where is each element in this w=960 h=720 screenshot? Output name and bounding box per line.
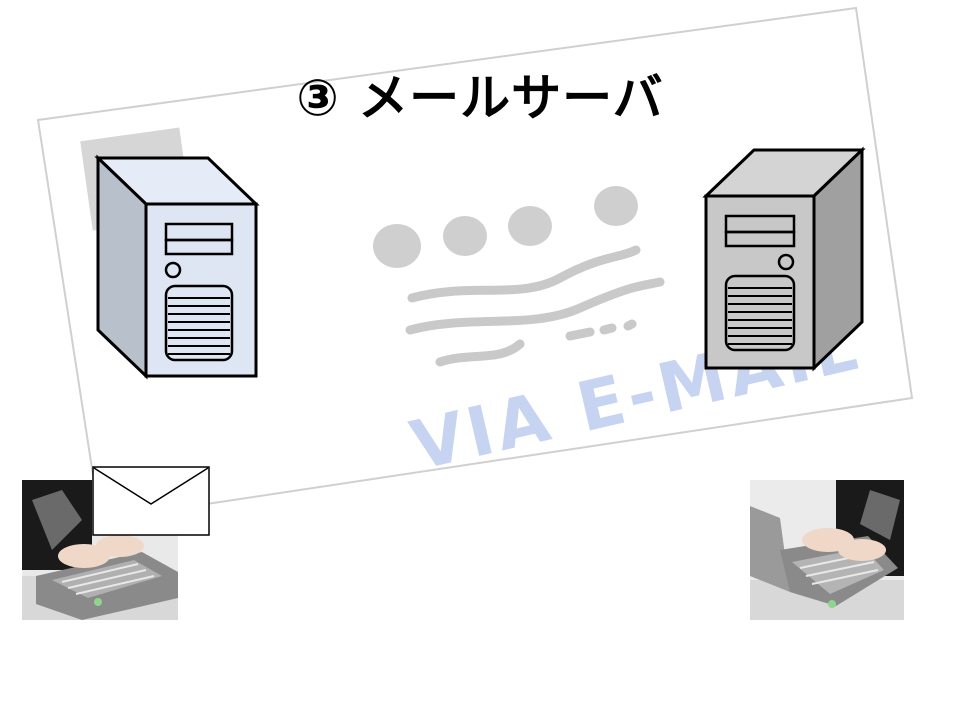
slide-title: ③ メールサーバ [296, 69, 664, 127]
stamp-card [36, 6, 914, 522]
envelope-icon [92, 466, 210, 536]
receiver-photo [750, 480, 904, 620]
server-tower-icon [702, 146, 866, 372]
server-tower-icon [94, 154, 260, 380]
stamp-wave-lines [405, 245, 665, 367]
stamp-cloud-marks [373, 186, 638, 268]
